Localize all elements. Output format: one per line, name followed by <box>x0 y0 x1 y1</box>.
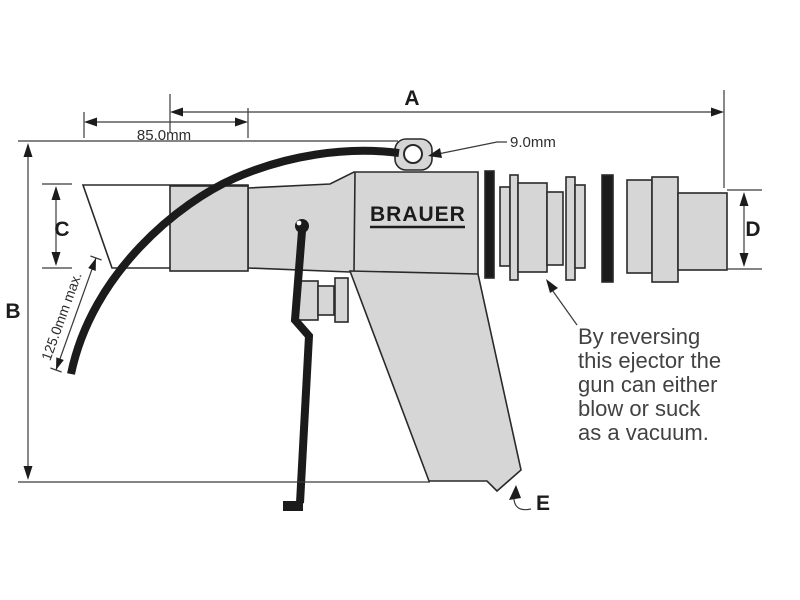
suspension-ring <box>394 138 433 171</box>
measurement-85mm: 85.0mm <box>137 127 191 144</box>
dimension-85mm <box>83 108 249 138</box>
dimension-125mm <box>50 255 102 373</box>
label-c: C <box>54 218 69 241</box>
svg-text:By reversing: By reversing <box>578 324 700 349</box>
svg-text:gun can either: gun can either <box>578 372 717 397</box>
trigger-lever <box>283 219 314 511</box>
dimension-c <box>42 183 72 269</box>
brand-label: BRAUER <box>370 203 466 226</box>
body-front-edge <box>353 171 356 273</box>
dimension-b <box>18 140 430 483</box>
svg-text:this ejector the: this ejector the <box>578 348 721 373</box>
svg-text:as a vacuum.: as a vacuum. <box>578 420 709 445</box>
barrel-sleeve <box>169 185 249 272</box>
reversing-note: By reversing this ejector the gun can ei… <box>578 324 721 445</box>
gap-seal-bar <box>601 174 614 283</box>
leader-ring-hole <box>428 141 507 158</box>
gap-seal-bar <box>484 170 495 279</box>
label-e: E <box>536 492 550 515</box>
air-inlet-fitting <box>297 277 349 323</box>
gun-body <box>247 171 479 278</box>
dimension-d <box>727 189 762 270</box>
svg-text:blow or suck: blow or suck <box>578 396 701 421</box>
reversible-ejector <box>517 182 548 273</box>
leader-handle-tip <box>509 485 532 511</box>
measurement-9mm: 9.0mm <box>510 134 556 151</box>
dimension-a <box>169 90 725 188</box>
label-a: A <box>404 87 419 110</box>
leader-ejector-note <box>546 279 578 326</box>
dimension-annotations <box>18 90 762 511</box>
ejector-assembly <box>484 170 728 283</box>
lever-pivot-ball <box>295 219 309 233</box>
air-outlet <box>626 176 728 283</box>
label-d: D <box>745 218 760 241</box>
handle-grip <box>348 270 522 493</box>
flexible-nozzle-tube <box>67 146 400 375</box>
label-b: B <box>5 300 20 323</box>
gun-assembly <box>81 138 728 493</box>
